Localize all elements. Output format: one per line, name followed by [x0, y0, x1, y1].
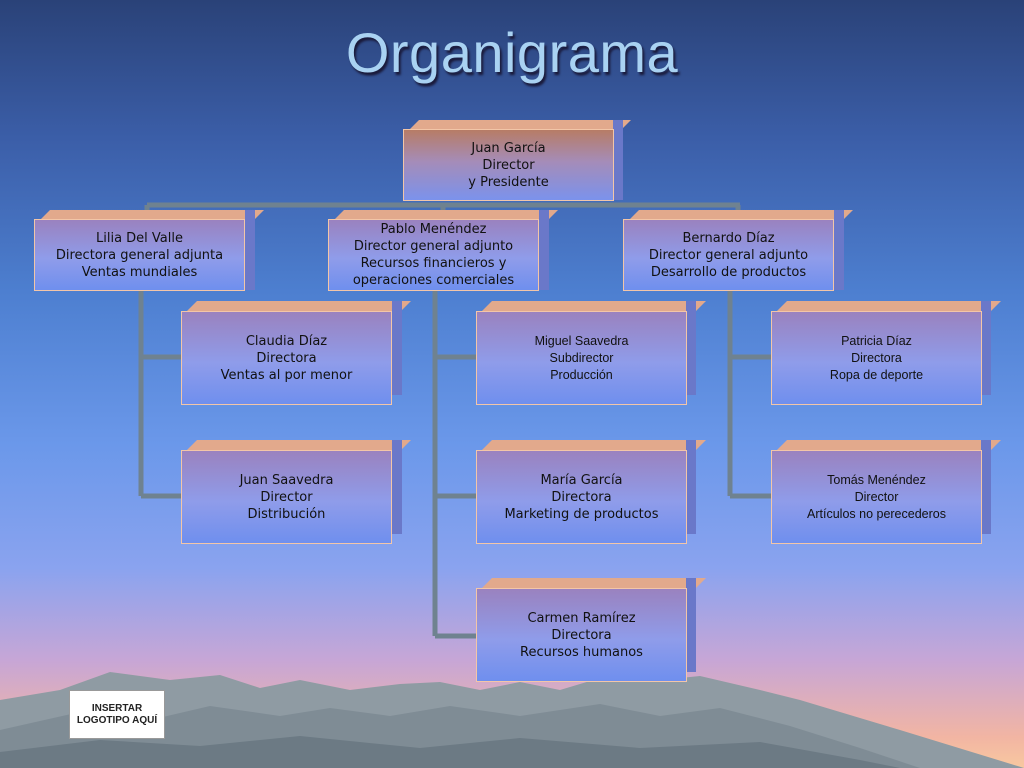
node-name: Tomás Menéndez	[827, 472, 926, 487]
slide-title: Organigrama	[345, 21, 679, 84]
node-dept: Marketing de productos	[504, 506, 659, 522]
node-role: Director general adjunto	[353, 239, 514, 254]
org-node-maria[interactable]: María García Directora Marketing de prod…	[476, 450, 687, 544]
node-dept: Distribución	[247, 506, 326, 522]
org-node-miguel[interactable]: Miguel Saavedra Subdirector Producción	[476, 311, 687, 405]
org-node-claudia[interactable]: Claudia Díaz Directora Ventas al por men…	[181, 311, 392, 405]
org-node-lilia[interactable]: Lilia Del Valle Directora general adjunt…	[34, 219, 245, 291]
node-dept: Recursos humanos	[520, 644, 643, 660]
node-role: Directora general adjunta	[55, 247, 224, 263]
node-role: Subdirector	[549, 350, 614, 365]
node-dept: Producción	[550, 367, 613, 382]
org-node-patricia[interactable]: Patricia Díaz Directora Ropa de deporte	[771, 311, 982, 405]
node-role: Director	[854, 489, 899, 504]
node-name: Lilia Del Valle	[95, 230, 183, 246]
node-role: Directora	[256, 350, 317, 366]
node-dept: Recursos financieros y operaciones comer…	[352, 256, 515, 288]
node-dept: Artículos no perecederos	[807, 506, 946, 521]
logo-placeholder[interactable]: INSERTAR LOGOTIPO AQUÍ	[69, 690, 165, 739]
node-name: Carmen Ramírez	[527, 610, 636, 626]
node-role: Director	[482, 157, 535, 173]
org-node-president[interactable]: Juan García Director y Presidente	[403, 129, 614, 201]
node-name: Bernardo Díaz	[682, 230, 775, 246]
org-node-pablo[interactable]: Pablo Menéndez Director general adjunto …	[328, 219, 539, 291]
node-role: Director general adjunto	[648, 247, 809, 263]
node-role: Directora	[551, 627, 612, 643]
node-name: Juan Saavedra	[239, 472, 334, 488]
mountains-decoration	[0, 672, 1024, 768]
org-node-tomas[interactable]: Tomás Menéndez Director Artículos no per…	[771, 450, 982, 544]
node-dept: y Presidente	[468, 174, 549, 190]
node-role: Directora	[551, 489, 612, 505]
node-name: Patricia Díaz	[841, 333, 912, 348]
node-dept: Desarrollo de productos	[650, 264, 807, 280]
org-node-bernardo[interactable]: Bernardo Díaz Director general adjunto D…	[623, 219, 834, 291]
node-dept: Ventas al por menor	[220, 367, 353, 383]
node-role: Director	[260, 489, 313, 505]
org-node-juan-saavedra[interactable]: Juan Saavedra Director Distribución	[181, 450, 392, 544]
node-dept: Ventas mundiales	[81, 264, 198, 280]
node-dept: Ropa de deporte	[829, 367, 924, 382]
node-name: Miguel Saavedra	[534, 333, 629, 348]
node-name: Pablo Menéndez	[380, 222, 487, 237]
org-node-carmen[interactable]: Carmen Ramírez Directora Recursos humano…	[476, 588, 687, 682]
node-name: María García	[540, 472, 623, 488]
node-name: Juan García	[471, 140, 546, 156]
node-name: Claudia Díaz	[245, 333, 328, 349]
node-role: Directora	[851, 350, 902, 365]
